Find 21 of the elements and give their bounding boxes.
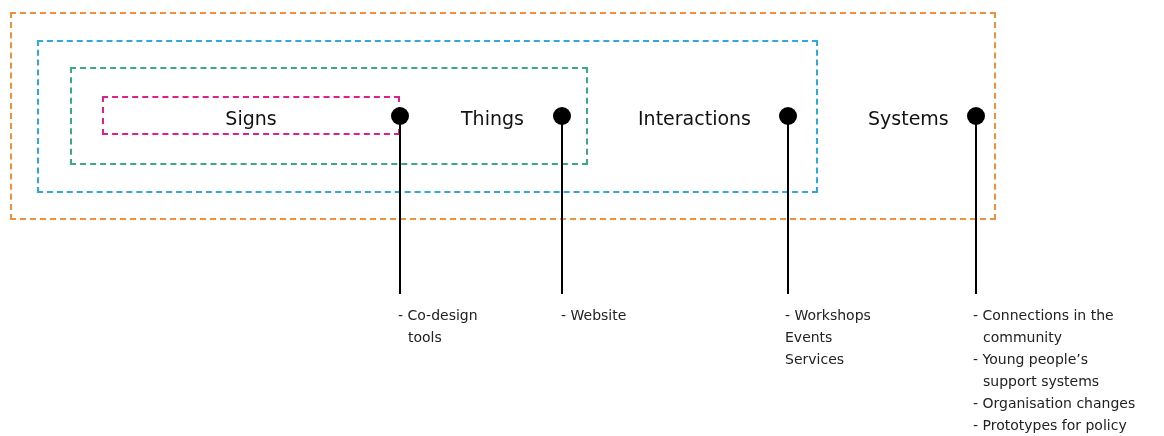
leader-line <box>967 107 985 295</box>
level-heading: Interactions <box>638 106 751 130</box>
dashed-frame <box>37 40 818 193</box>
dashed-frame <box>70 67 588 165</box>
list-item: - Co-design tools <box>398 306 479 347</box>
leader-line <box>553 107 571 295</box>
dashed-frame <box>10 12 996 220</box>
leader-line <box>779 107 797 295</box>
list-item: Events <box>785 328 834 347</box>
list-item: - Young people’s support systems <box>973 350 1101 391</box>
list-item: - Website <box>561 306 628 325</box>
level-heading: Signs <box>224 106 278 130</box>
list-item: Services <box>785 350 846 369</box>
leader-line <box>391 107 409 295</box>
list-item: - Prototypes for policy <box>973 416 1128 435</box>
dashed-frame <box>102 96 400 135</box>
level-heading: Things <box>461 106 524 130</box>
list-item: - Workshops <box>785 306 872 325</box>
list-item: - Connections in the community <box>973 306 1115 347</box>
list-item: - Organisation changes <box>973 394 1137 413</box>
level-heading: Systems <box>868 106 949 130</box>
